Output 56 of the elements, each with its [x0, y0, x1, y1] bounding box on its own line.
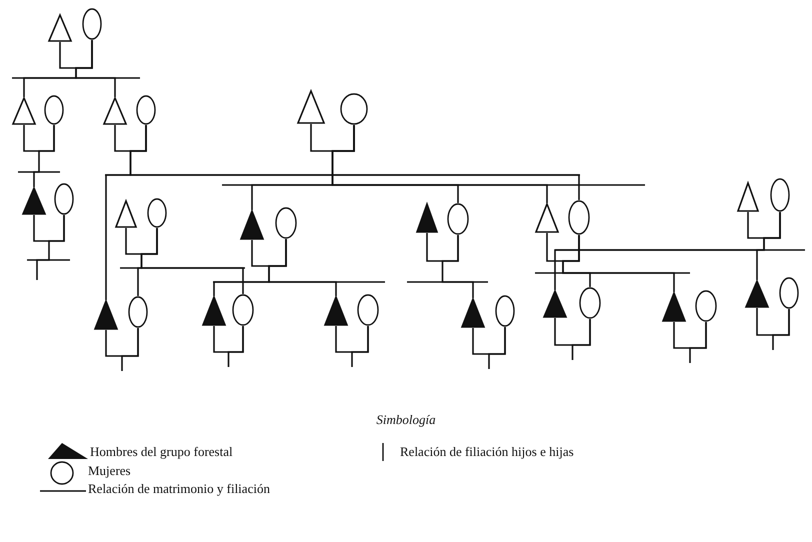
circle-symbol [568, 200, 590, 235]
filled-triangle-symbol [662, 292, 686, 322]
kinship-line [75, 40, 116, 97]
kinship-line [332, 125, 548, 203]
legend-heading: Simbología [375, 412, 437, 428]
circle-symbol [54, 183, 74, 215]
kinship-line [33, 125, 55, 187]
triangle-symbol [48, 14, 72, 42]
kinship-line [562, 235, 675, 292]
kinship-line [756, 212, 781, 280]
kinship-line [689, 322, 707, 363]
circle-symbol [232, 294, 254, 326]
legend-text: Relación de filiación hijos e hijas [400, 444, 574, 460]
filled-triangle-symbol [94, 300, 118, 330]
kinship-line [351, 326, 369, 367]
filled-triangle-symbol [22, 187, 46, 215]
circle-symbol [82, 8, 102, 40]
circle-symbol [579, 287, 601, 319]
filled-triangle-symbol [324, 296, 348, 326]
triangle-symbol [737, 182, 759, 212]
triangle-symbol [297, 90, 325, 124]
circle-symbol [128, 296, 148, 328]
filled-triangle-symbol [240, 210, 264, 240]
kinship-line [228, 326, 244, 367]
filled-triangle-symbol [202, 296, 226, 326]
legend-text: Hombres del grupo forestal [90, 444, 233, 460]
circle-symbol [770, 178, 790, 212]
triangle-symbol [115, 200, 137, 228]
circle-symbol [495, 295, 515, 327]
circle-symbol [136, 95, 156, 125]
circle-symbol [44, 95, 64, 125]
kinship-line [121, 328, 139, 371]
filled-triangle-symbol [745, 280, 769, 308]
circle-symbol [357, 294, 379, 326]
circle-symbol [779, 277, 799, 309]
circle-symbol [275, 207, 297, 239]
triangle-symbol [12, 97, 36, 125]
filled-triangle-symbol [543, 290, 567, 318]
kinship-line [488, 327, 506, 369]
legend-text: Relación de matrimonio y filiación [88, 481, 270, 497]
kinship-line [572, 319, 591, 360]
kinship-line [442, 235, 474, 298]
kinship-line [36, 215, 65, 280]
circle-symbol [447, 203, 469, 235]
kinship-line [140, 228, 244, 294]
kinship-line [268, 239, 337, 296]
circle-symbol [695, 290, 717, 322]
filled-triangle-symbol [416, 203, 438, 233]
kinship-line [772, 309, 790, 350]
legend-text: Mujeres [88, 463, 131, 479]
circle-symbol [147, 198, 167, 228]
triangle-symbol [535, 203, 559, 233]
triangle-symbol [103, 97, 127, 125]
circle-symbol [340, 93, 368, 125]
filled-triangle-symbol [461, 298, 485, 328]
kinship-line [130, 125, 580, 200]
